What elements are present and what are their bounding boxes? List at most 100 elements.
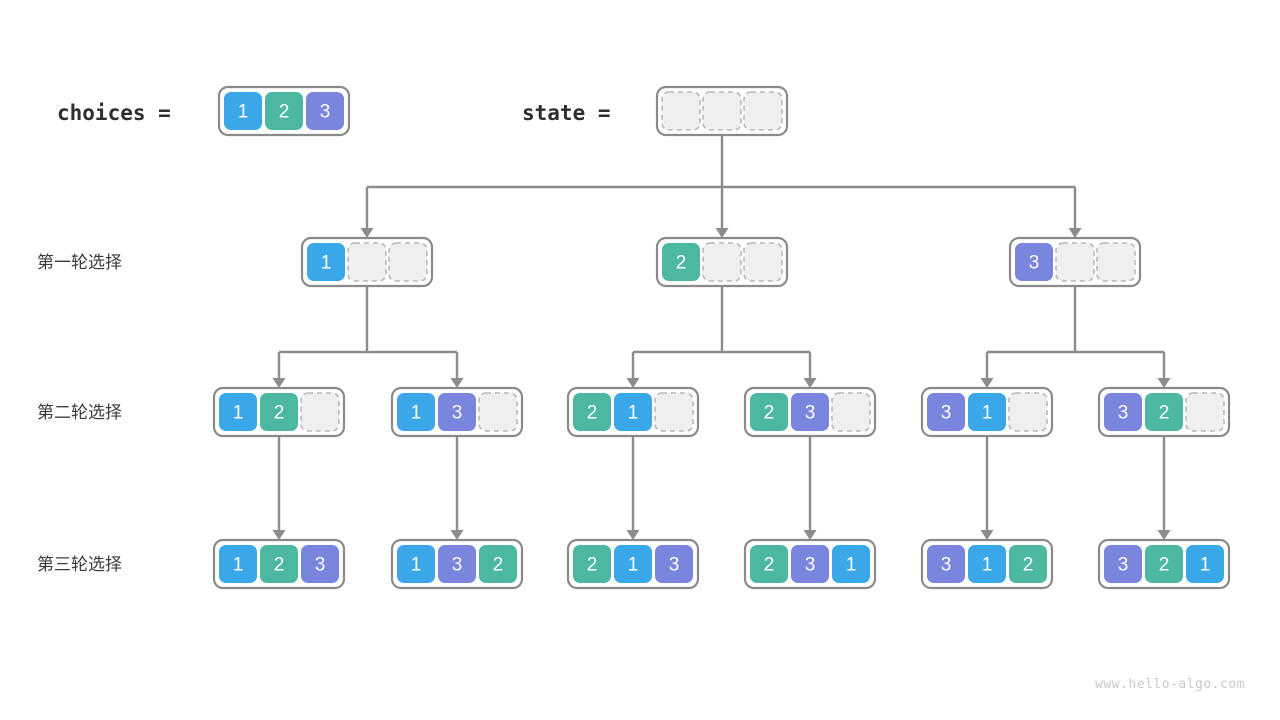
array-cell-empty — [743, 91, 783, 131]
array-cell-value: 3 — [805, 403, 816, 424]
array-cell-value: 2 — [1159, 555, 1170, 576]
array-cell-filled — [397, 393, 435, 431]
array-cell-value: 1 — [321, 253, 332, 274]
array-cell-empty — [1008, 392, 1048, 432]
array-cell-filled — [791, 393, 829, 431]
edge-round1-1-to-round2-b — [450, 352, 464, 388]
round-label-2: 第二轮选择 — [37, 403, 122, 422]
array-cell-filled — [573, 545, 611, 583]
array-cell-value: 1 — [238, 102, 249, 123]
array-cell-value: 2 — [764, 403, 775, 424]
array-cell-filled — [1145, 545, 1183, 583]
edge-round2-4-to-round3 — [803, 436, 817, 540]
array-cell-filled — [1009, 545, 1047, 583]
edge-root-to-round1-1 — [360, 187, 374, 238]
array-cell-value: 3 — [1029, 253, 1040, 274]
array-cell-filled — [1015, 243, 1053, 281]
array-cell-filled — [306, 92, 344, 130]
round3-node-1: 1 2 3 — [212, 538, 346, 590]
round3-node-2: 1 3 2 — [390, 538, 524, 590]
array-cell-empty — [743, 242, 783, 282]
array-cell-filled — [1104, 393, 1142, 431]
edge-round1-3-to-round2-a — [980, 352, 994, 388]
array-cell-value: 1 — [628, 555, 639, 576]
array-cell-value: 2 — [274, 555, 285, 576]
array-cell-value: 3 — [320, 102, 331, 123]
legend-row: choices = state = — [57, 101, 611, 125]
array-cell-filled — [224, 92, 262, 130]
edge-round2-6-to-round3 — [1157, 436, 1171, 540]
array-cell-filled — [260, 545, 298, 583]
array-cell-value: 2 — [764, 555, 775, 576]
array-cell-value: 1 — [982, 403, 993, 424]
array-cell-filled — [968, 545, 1006, 583]
array-cell-value: 1 — [233, 403, 244, 424]
array-cell-empty — [702, 91, 742, 131]
array-cell-filled — [219, 545, 257, 583]
array-cell-value: 2 — [1159, 403, 1170, 424]
array-cell-empty — [831, 392, 871, 432]
array-cell-value: 3 — [315, 555, 326, 576]
array-cell-empty — [347, 242, 387, 282]
edge-round2-3-to-round3 — [626, 436, 640, 540]
choices-label: choices = — [57, 101, 171, 125]
round-label-3: 第三轮选择 — [37, 555, 122, 574]
array-cell-filled — [1145, 393, 1183, 431]
round1-node-1: 1 — [300, 236, 434, 288]
edge-round1-2-to-round2-a — [626, 352, 640, 388]
array-cell-filled — [397, 545, 435, 583]
array-cell-value: 1 — [982, 555, 993, 576]
array-cell-filled — [655, 545, 693, 583]
array-cell-value: 3 — [452, 403, 463, 424]
round1-node-3: 3 — [1008, 236, 1142, 288]
array-cell-filled — [750, 545, 788, 583]
edge-round2-1-to-round3 — [272, 436, 286, 540]
array-cell-value: 1 — [411, 403, 422, 424]
array-cell-filled — [573, 393, 611, 431]
round3-node-4: 2 3 1 — [743, 538, 877, 590]
array-cell-value: 2 — [676, 253, 687, 274]
array-cell-value: 1 — [1200, 555, 1211, 576]
array-cell-value: 1 — [411, 555, 422, 576]
array-cell-filled — [1186, 545, 1224, 583]
array-cell-empty — [702, 242, 742, 282]
array-cell-filled — [219, 393, 257, 431]
array-cell-empty — [1185, 392, 1225, 432]
edge-round1-2-to-round2-b — [803, 352, 817, 388]
array-cell-filled — [750, 393, 788, 431]
array-cell-value: 3 — [805, 555, 816, 576]
array-cell-empty — [661, 91, 701, 131]
watermark: www.hello-algo.com — [1095, 677, 1245, 692]
round1-node-2: 2 — [655, 236, 789, 288]
state-array — [655, 85, 789, 137]
array-cell-filled — [479, 545, 517, 583]
array-cell-value: 2 — [493, 555, 504, 576]
array-cell-value: 3 — [1118, 555, 1129, 576]
array-cell-filled — [1104, 545, 1142, 583]
array-cell-value: 1 — [628, 403, 639, 424]
edge-root-to-round1-3 — [1068, 187, 1082, 238]
edge-round1-3-to-round2-b — [1157, 352, 1171, 388]
edge-round2-5-to-round3 — [980, 436, 994, 540]
state-label: state = — [522, 101, 611, 125]
array-cell-value: 3 — [941, 555, 952, 576]
array-cell-value: 1 — [846, 555, 857, 576]
array-cell-value: 3 — [669, 555, 680, 576]
array-cell-filled — [307, 243, 345, 281]
array-cell-filled — [438, 545, 476, 583]
array-cell-empty — [1055, 242, 1095, 282]
array-cell-empty — [300, 392, 340, 432]
array-cell-value: 2 — [587, 555, 598, 576]
array-cell-value: 1 — [233, 555, 244, 576]
array-cell-empty — [654, 392, 694, 432]
array-cell-value: 3 — [452, 555, 463, 576]
